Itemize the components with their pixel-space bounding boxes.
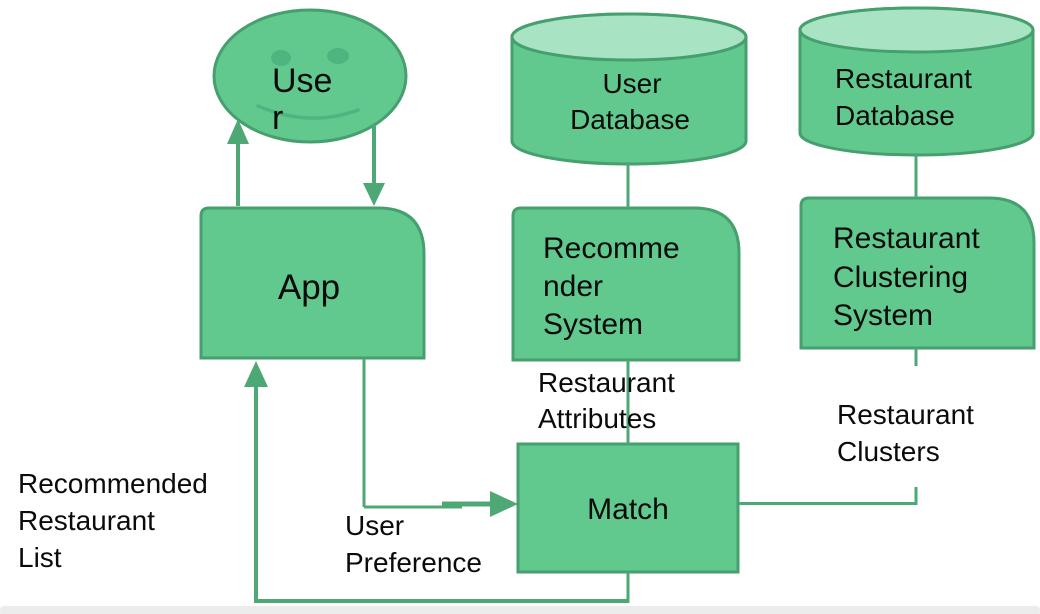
recommender-system-box[interactable] [511,206,741,362]
restaurant-database-cylinder-top [798,6,1035,54]
node-user-database[interactable]: User Database [510,12,748,166]
node-recommender-label-line3: System [543,308,643,341]
node-restaurant-database-label-line2: Database [835,100,955,131]
node-restaurant-database[interactable]: Restaurant Database [798,6,1035,157]
label-line: Clusters [837,436,940,467]
node-clustering-label-line3: System [833,299,933,332]
user-smile-icon [256,104,360,120]
label-line: Restaurant [18,505,155,536]
label-line: User [345,510,404,541]
node-user[interactable]: Use r [212,8,408,144]
bottom-bar [0,606,1040,614]
label-line: Preference [345,547,482,578]
label-user-preference: User Preference [345,510,482,578]
node-clustering-label-line1: Restaurant [833,222,980,255]
label-line: Attributes [538,403,656,434]
edge-app-to-match-user-preference [362,359,518,517]
node-clustering-label-line2: Clustering [833,261,968,294]
node-user-database-label-line2: Database [570,104,690,135]
node-user-label-line2: r [272,99,283,137]
node-restaurant-database-label-line1: Restaurant [835,63,972,94]
arrowhead-up-icon [244,361,268,387]
edge-match-to-app-recommended-list [244,361,630,603]
arrowhead-down-icon [363,183,385,206]
node-app[interactable]: App [199,206,426,360]
node-restaurant-clustering-system[interactable]: Restaurant Clustering System [799,196,1036,350]
label-recommended-restaurant-list: Recommended Restaurant List [18,468,208,573]
node-match-label: Match [587,493,669,526]
node-recommender-label-line1: Recomme [543,232,680,265]
user-left-eye-icon [271,50,291,66]
node-match[interactable]: Match [516,442,740,574]
edge-clustering-to-match [739,348,918,505]
restaurant-clustering-system-box[interactable] [799,196,1036,350]
label-line: Recommended [18,468,208,499]
label-restaurant-clusters: Restaurant Clusters [837,399,974,467]
arrowhead-up-icon [227,119,249,144]
label-line: Restaurant [538,367,675,398]
node-recommender-label-line2: nder [543,270,603,303]
user-database-cylinder-top [510,12,748,62]
user-right-eye-icon [327,48,349,64]
label-line: List [18,542,62,573]
node-user-database-label-line1: User [602,68,661,99]
label-restaurant-attributes: Restaurant Attributes [538,367,675,434]
app-box[interactable] [199,206,426,360]
node-recommender-system[interactable]: Recomme nder System [511,206,741,362]
label-line: Restaurant [837,399,974,430]
node-app-label: App [278,268,340,307]
arrowhead-right-icon [490,491,518,517]
node-user-label-line1: Use [272,62,332,100]
edge-app-to-user [227,119,249,206]
edge-user-to-app [363,125,385,206]
